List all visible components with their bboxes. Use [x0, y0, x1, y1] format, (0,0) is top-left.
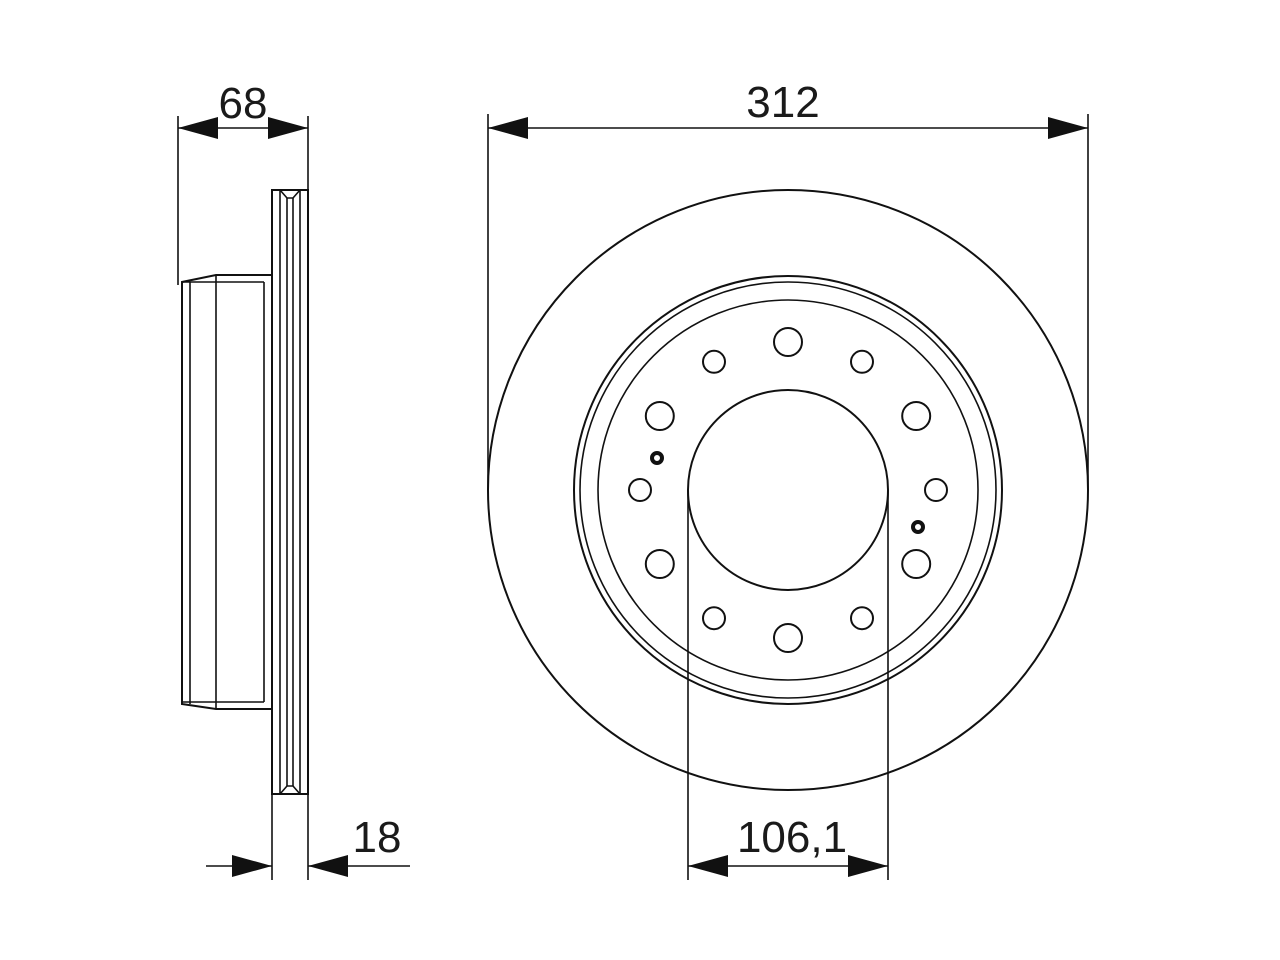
dimension-outer-diameter: 312: [487, 78, 1089, 490]
front-view: [487, 189, 1089, 791]
stud-hole-large: [773, 623, 803, 653]
stud-hole-small: [850, 606, 874, 631]
stud-hole-large: [901, 549, 932, 579]
dimension-disc-thickness: 18: [206, 794, 410, 880]
stud-hole-large: [901, 401, 932, 431]
dim-label-312: 312: [746, 78, 819, 127]
stud-hole-large: [644, 549, 675, 579]
stud-hole-large: [644, 401, 675, 431]
stud-hole-small: [850, 349, 874, 374]
stud-hole-small: [924, 478, 948, 502]
center-bore: [687, 389, 889, 591]
dim-label-68: 68: [219, 79, 268, 128]
side-view: [181, 189, 309, 795]
hat-section: [181, 274, 272, 710]
stud-holes: [628, 327, 948, 653]
dimension-overall-height: 68: [177, 79, 309, 285]
stud-hole-small: [702, 349, 726, 374]
dim-label-18: 18: [353, 813, 402, 862]
dim-label-106-1: 106,1: [737, 813, 847, 862]
stud-hole-large: [773, 327, 803, 357]
hat-outer-edge: [573, 275, 1003, 705]
disc-outer-face: [271, 189, 309, 795]
stud-hole-small: [628, 478, 652, 502]
stud-hole-small: [702, 606, 726, 631]
locating-hole: [650, 451, 664, 465]
dimension-center-bore: 106,1: [687, 490, 889, 880]
locating-hole: [911, 520, 925, 534]
disc-outer-edge: [487, 189, 1089, 791]
